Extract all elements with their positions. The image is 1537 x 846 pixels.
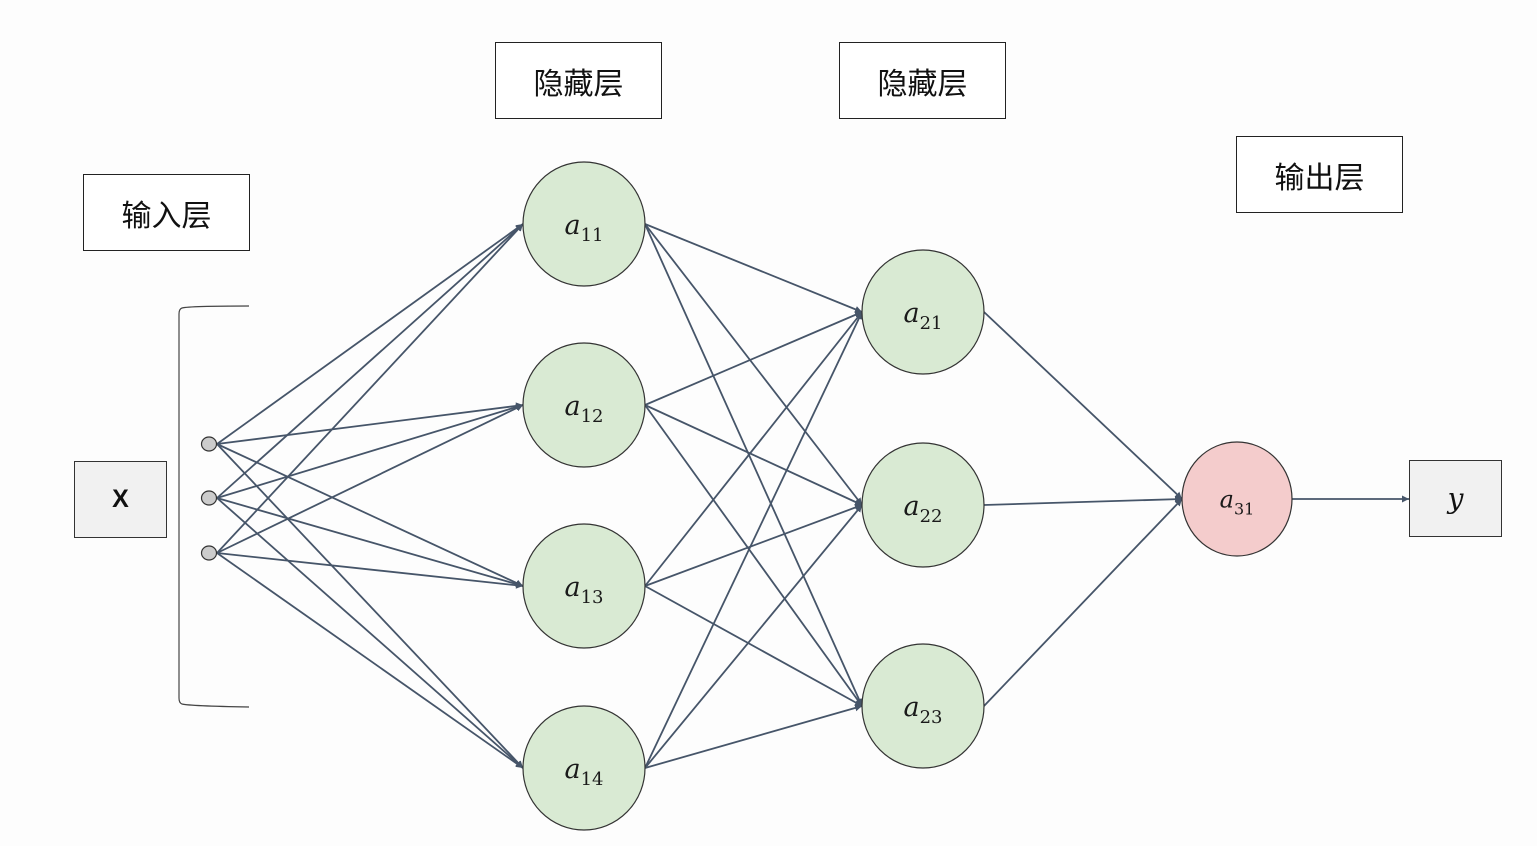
- input-x-box: X: [74, 461, 167, 538]
- edge-input2-a13: [216, 497, 524, 588]
- node-a11: [522, 161, 646, 287]
- node-a23: [861, 643, 985, 769]
- edge-input1-a12: [216, 402, 524, 445]
- edge-a11-a23: [644, 223, 863, 707]
- edge-a12-a23: [644, 404, 863, 707]
- node-a11-label: a11: [564, 210, 604, 246]
- node-a12: [522, 342, 646, 468]
- node-a23-label: a23: [903, 692, 943, 728]
- input-x-label: X: [112, 485, 129, 513]
- hidden-layer-1-label: 隐藏层: [495, 42, 662, 119]
- edge-a12-a21: [644, 311, 863, 406]
- input-point-3: [200, 545, 218, 561]
- hidden-layer-2-label: 隐藏层: [839, 42, 1006, 119]
- input-bracket: [178, 305, 250, 708]
- node-a14-label: a14: [564, 754, 604, 790]
- node-a21-label: a21: [903, 298, 943, 334]
- edge-a13-a23: [644, 585, 863, 707]
- edge-a14-a21: [644, 311, 863, 769]
- edge-input2-a11: [216, 223, 524, 499]
- node-a12-label: a12: [564, 391, 604, 427]
- node-a14: [522, 705, 646, 831]
- edge-a11-a21: [644, 223, 863, 313]
- node-a13-label: a13: [564, 572, 604, 608]
- input-point-2: [200, 490, 218, 506]
- edge-input1-a13: [216, 443, 524, 587]
- node-a13: [522, 523, 646, 649]
- edge-a14-a22: [644, 504, 863, 769]
- input-point-1: [200, 436, 218, 452]
- edge-a21-a31: [983, 311, 1183, 500]
- edge-input3-a14: [216, 552, 524, 769]
- edge-input1-a14: [216, 443, 524, 769]
- node-a22: [861, 442, 985, 568]
- edge-input3-a13: [216, 552, 524, 589]
- edge-input3-a12: [216, 404, 524, 554]
- output-y-label: y: [1447, 482, 1464, 515]
- edge-a14-a23: [644, 704, 863, 769]
- node-a31-label: a31: [1219, 485, 1255, 519]
- connection-edges: [216, 223, 1409, 769]
- node-a21: [861, 249, 985, 375]
- input-layer-label: 输入层: [83, 174, 250, 251]
- edge-input3-a11: [216, 223, 524, 554]
- neuron-nodes: [200, 161, 1293, 831]
- edge-a23-a31: [983, 498, 1183, 707]
- edge-a11-a22: [644, 223, 863, 506]
- output-y-box: y: [1409, 460, 1502, 537]
- node-a31: [1181, 441, 1293, 557]
- node-a22-label: a22: [903, 491, 943, 527]
- edge-input2-a12: [216, 403, 524, 499]
- edge-a13-a21: [644, 311, 863, 587]
- edge-a22-a31: [983, 495, 1183, 506]
- edge-input2-a14: [216, 497, 524, 769]
- edge-a12-a22: [644, 404, 863, 506]
- edge-input1-a11: [216, 223, 524, 445]
- edge-a13-a22: [644, 504, 863, 587]
- output-layer-label: 输出层: [1236, 136, 1403, 213]
